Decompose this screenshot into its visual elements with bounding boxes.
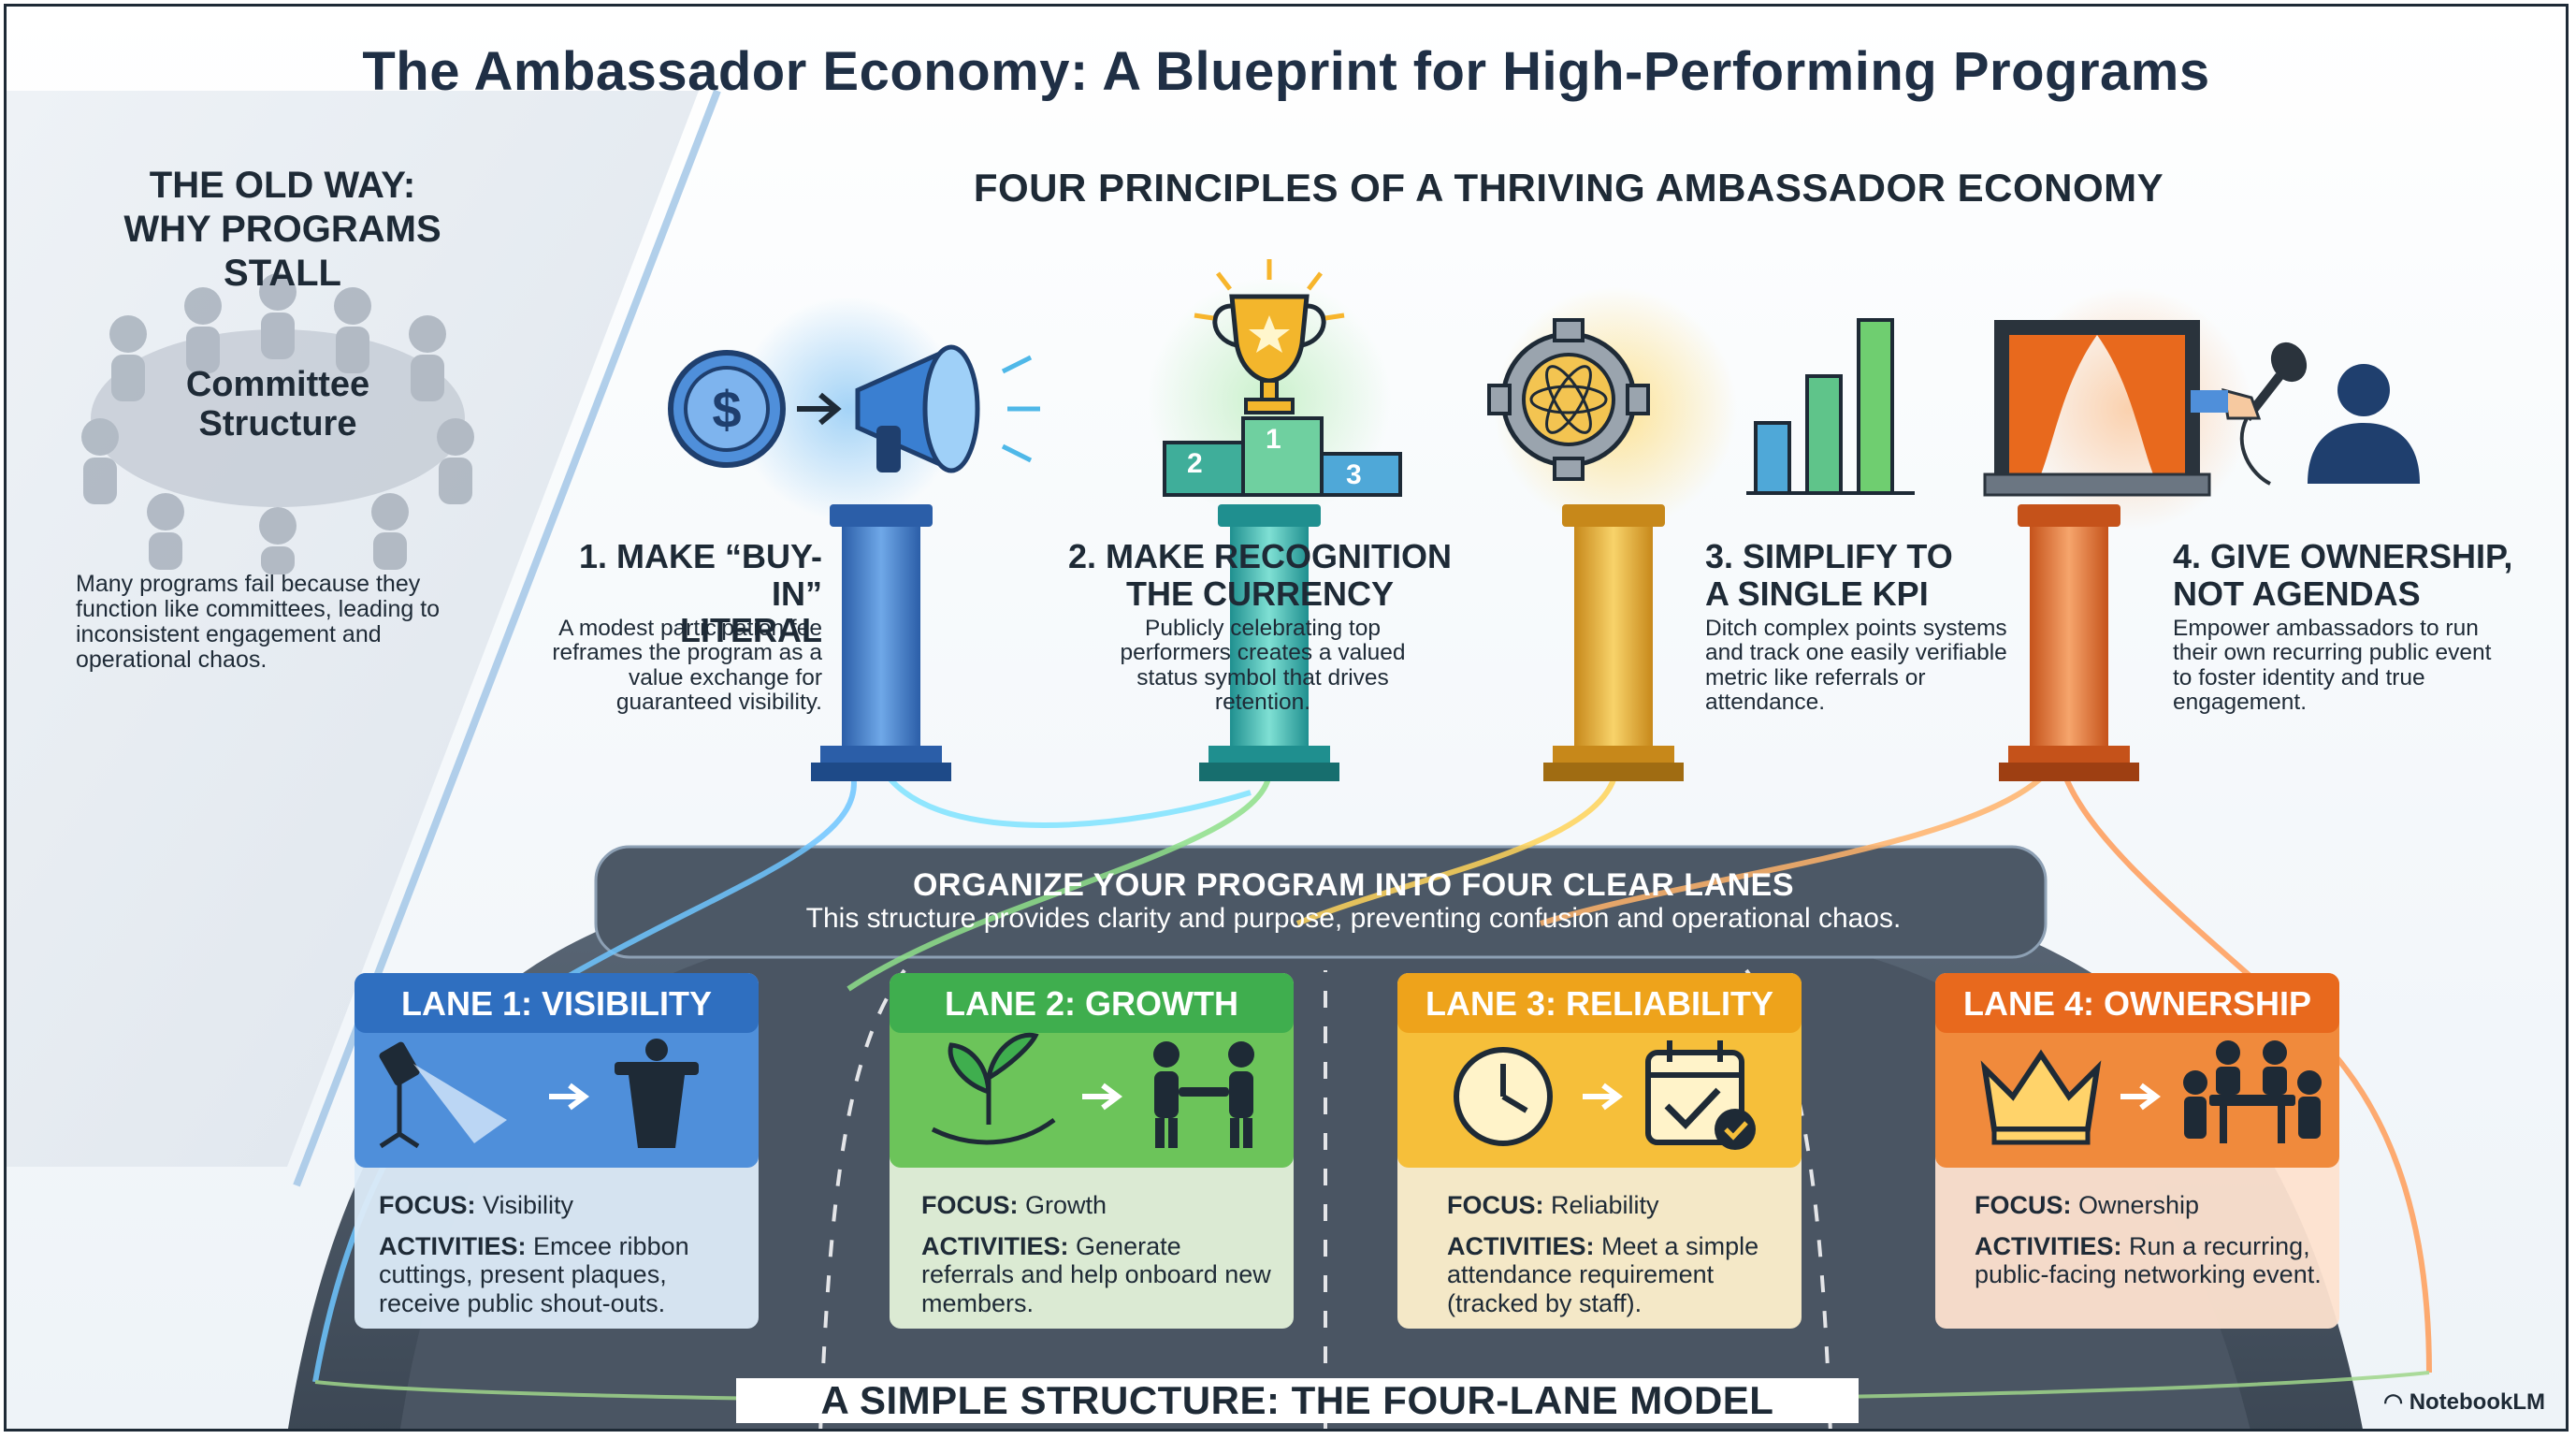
lane-3-activities: ACTIVITIES: Meet a simple attendance req… (1447, 1232, 1793, 1317)
lane3-arrow-icon (1583, 1083, 1623, 1111)
principle-4-title-line1: 4. GIVE OWNERSHIP, (2173, 537, 2513, 575)
lane-1-focus-value: Visibility (483, 1191, 574, 1219)
bar-chart-icon (1746, 318, 1915, 495)
organize-subtitle: This structure provides clarity and purp… (805, 903, 1902, 934)
lane-4-title: LANE 4: OWNERSHIP (1962, 984, 2312, 1023)
handshake-icon (1153, 1041, 1254, 1148)
committee-label-line2: Structure (198, 403, 357, 443)
principle-3-title: 3. SIMPLIFY TO A SINGLE KPI (1705, 538, 2014, 612)
lane-4-activities-label: ACTIVITIES: (1975, 1232, 2122, 1261)
clock-icon (1454, 1047, 1553, 1146)
podium-label-3: 3 (1346, 459, 1362, 490)
notebooklm-logo-icon: ◠ (2383, 1389, 2410, 1415)
infographic-frame: $ (4, 4, 2569, 1432)
principle-4-title: 4. GIVE OWNERSHIP, NOT AGENDAS (2173, 538, 2538, 612)
organize-title: ORGANIZE YOUR PROGRAM INTO FOUR CLEAR LA… (912, 867, 1795, 903)
lane-3-focus-value: Reliability (1551, 1191, 1659, 1219)
lane-2-title: LANE 2: GROWTH (945, 984, 1238, 1023)
lane-1-activities-label: ACTIVITIES: (379, 1232, 527, 1261)
principle-4-title-line2: NOT AGENDAS (2173, 574, 2421, 613)
lane-3-title: LANE 3: RELIABILITY (1425, 984, 1773, 1023)
arrow-icon (797, 392, 842, 426)
principle-4-body: Empower ambassadors to run their own rec… (2173, 616, 2492, 716)
person-icon (2308, 364, 2420, 484)
principle-2-body: Publicly celebrating top performers crea… (1120, 616, 1406, 716)
lane-2-text: FOCUS: Growth ACTIVITIES: Generate refer… (921, 1191, 1277, 1317)
lane-1-activities-value: Emcee ribbon cuttings, present plaques, … (379, 1232, 689, 1317)
principle-3-title-line1: 3. SIMPLIFY TO (1705, 537, 1953, 575)
pillar-2 (1199, 504, 1339, 781)
lane-2-focus: FOCUS: Growth (921, 1191, 1277, 1219)
pillar-1 (811, 504, 951, 781)
lane-4-activities-value: Run a recurring, public-facing networkin… (1975, 1232, 2322, 1289)
brand-text: NotebookLM (2409, 1389, 2545, 1415)
podium-label-1: 1 (1266, 424, 1281, 455)
lane-4-activities: ACTIVITIES: Run a recurring, public-faci… (1975, 1232, 2330, 1288)
pillar-3 (1543, 504, 1684, 781)
lane-2-focus-value: Growth (1025, 1191, 1107, 1219)
stage-icon (1983, 320, 2211, 497)
principle-1-title: 1. MAKE “BUY-IN” LITERAL (542, 538, 822, 649)
coin-dollar-icon: $ (668, 350, 786, 468)
graphics-layer: $ (7, 89, 2432, 1429)
podium-icon (1163, 416, 1402, 497)
lane-3-focus-label: FOCUS: (1447, 1191, 1544, 1219)
lane-3-text: FOCUS: Reliability ACTIVITIES: Meet a si… (1447, 1191, 1793, 1317)
meeting-table-icon (2183, 1040, 2322, 1143)
footer-title: A SIMPLE STRUCTURE: THE FOUR-LANE MODEL (736, 1378, 1859, 1423)
old-way-description: Many programs fail because they function… (76, 571, 441, 673)
lane-2-activities: ACTIVITIES: Generate referrals and help … (921, 1232, 1277, 1317)
megaphone-icon (855, 344, 1040, 473)
principle-2-title-line1: 2. MAKE RECOGNITION (1067, 537, 1453, 575)
old-way-title: THE OLD WAY: WHY PROGRAMS STALL (63, 164, 502, 297)
principle-1-body: A modest participation fee reframes the … (552, 616, 822, 716)
lane-4-focus-value: Ownership (2078, 1191, 2200, 1219)
principle-3-title-line2: A SINGLE KPI (1705, 574, 1929, 613)
lane-1-focus: FOCUS: Visibility (379, 1191, 744, 1219)
principle-1-title-line1: 1. MAKE “BUY-IN” (578, 537, 822, 613)
lane-4-focus-label: FOCUS: (1975, 1191, 2072, 1219)
lane-3-activities-label: ACTIVITIES: (1447, 1232, 1595, 1261)
lane-2-focus-label: FOCUS: (921, 1191, 1019, 1219)
plant-hand-icon (931, 1032, 1056, 1145)
trophy-icon (1194, 259, 1345, 414)
lane-1-activities: ACTIVITIES: Emcee ribbon cuttings, prese… (379, 1232, 744, 1317)
old-way-title-line2: WHY PROGRAMS STALL (123, 209, 441, 295)
podium-label-2: 2 (1187, 448, 1203, 479)
lane-4-focus: FOCUS: Ownership (1975, 1191, 2330, 1219)
lane4-arrow-icon (2120, 1083, 2161, 1111)
principle-1-title-line2: LITERAL (680, 611, 822, 650)
page-title: The Ambassador Economy: A Blueprint for … (362, 41, 2210, 102)
crown-icon (1980, 1049, 2102, 1145)
brand-label: ◠ NotebookLM (2383, 1388, 2545, 1416)
pillar-4 (1999, 504, 2139, 781)
microphone-icon (2191, 342, 2308, 486)
lane-1-text: FOCUS: Visibility ACTIVITIES: Emcee ribb… (379, 1191, 744, 1317)
lectern-icon (615, 1039, 699, 1148)
lane-1-title: LANE 1: VISIBILITY (400, 984, 713, 1023)
lane2-arrow-icon (1082, 1083, 1122, 1111)
lane-2-activities-value: Generate referrals and help onboard new … (921, 1232, 1271, 1317)
calendar-check-icon (1645, 1040, 1756, 1150)
spotlight-icon (379, 1041, 507, 1149)
committee-label: Committee Structure (147, 365, 409, 444)
committee-label-line1: Committee (185, 365, 370, 404)
lane1-arrow-icon (549, 1083, 589, 1111)
gear-atom-icon (1487, 318, 1650, 481)
old-way-title-line1: THE OLD WAY: (149, 165, 416, 206)
principle-2-title: 2. MAKE RECOGNITION THE CURRENCY (1064, 538, 1456, 612)
lane-2-activities-label: ACTIVITIES: (921, 1232, 1069, 1261)
svg-text:$: $ (712, 380, 741, 439)
lane-1-focus-label: FOCUS: (379, 1191, 476, 1219)
principle-3-body: Ditch complex points systems and track o… (1705, 616, 2007, 716)
lane-3-focus: FOCUS: Reliability (1447, 1191, 1793, 1219)
committee-illustration (81, 273, 474, 574)
lane-4-text: FOCUS: Ownership ACTIVITIES: Run a recur… (1975, 1191, 2330, 1289)
principles-heading: FOUR PRINCIPLES OF A THRIVING AMBASSADOR… (973, 166, 2164, 210)
lane-3-activities-value: Meet a simple attendance requirement (tr… (1447, 1232, 1759, 1317)
principle-2-title-line2: THE CURRENCY (1125, 574, 1394, 613)
